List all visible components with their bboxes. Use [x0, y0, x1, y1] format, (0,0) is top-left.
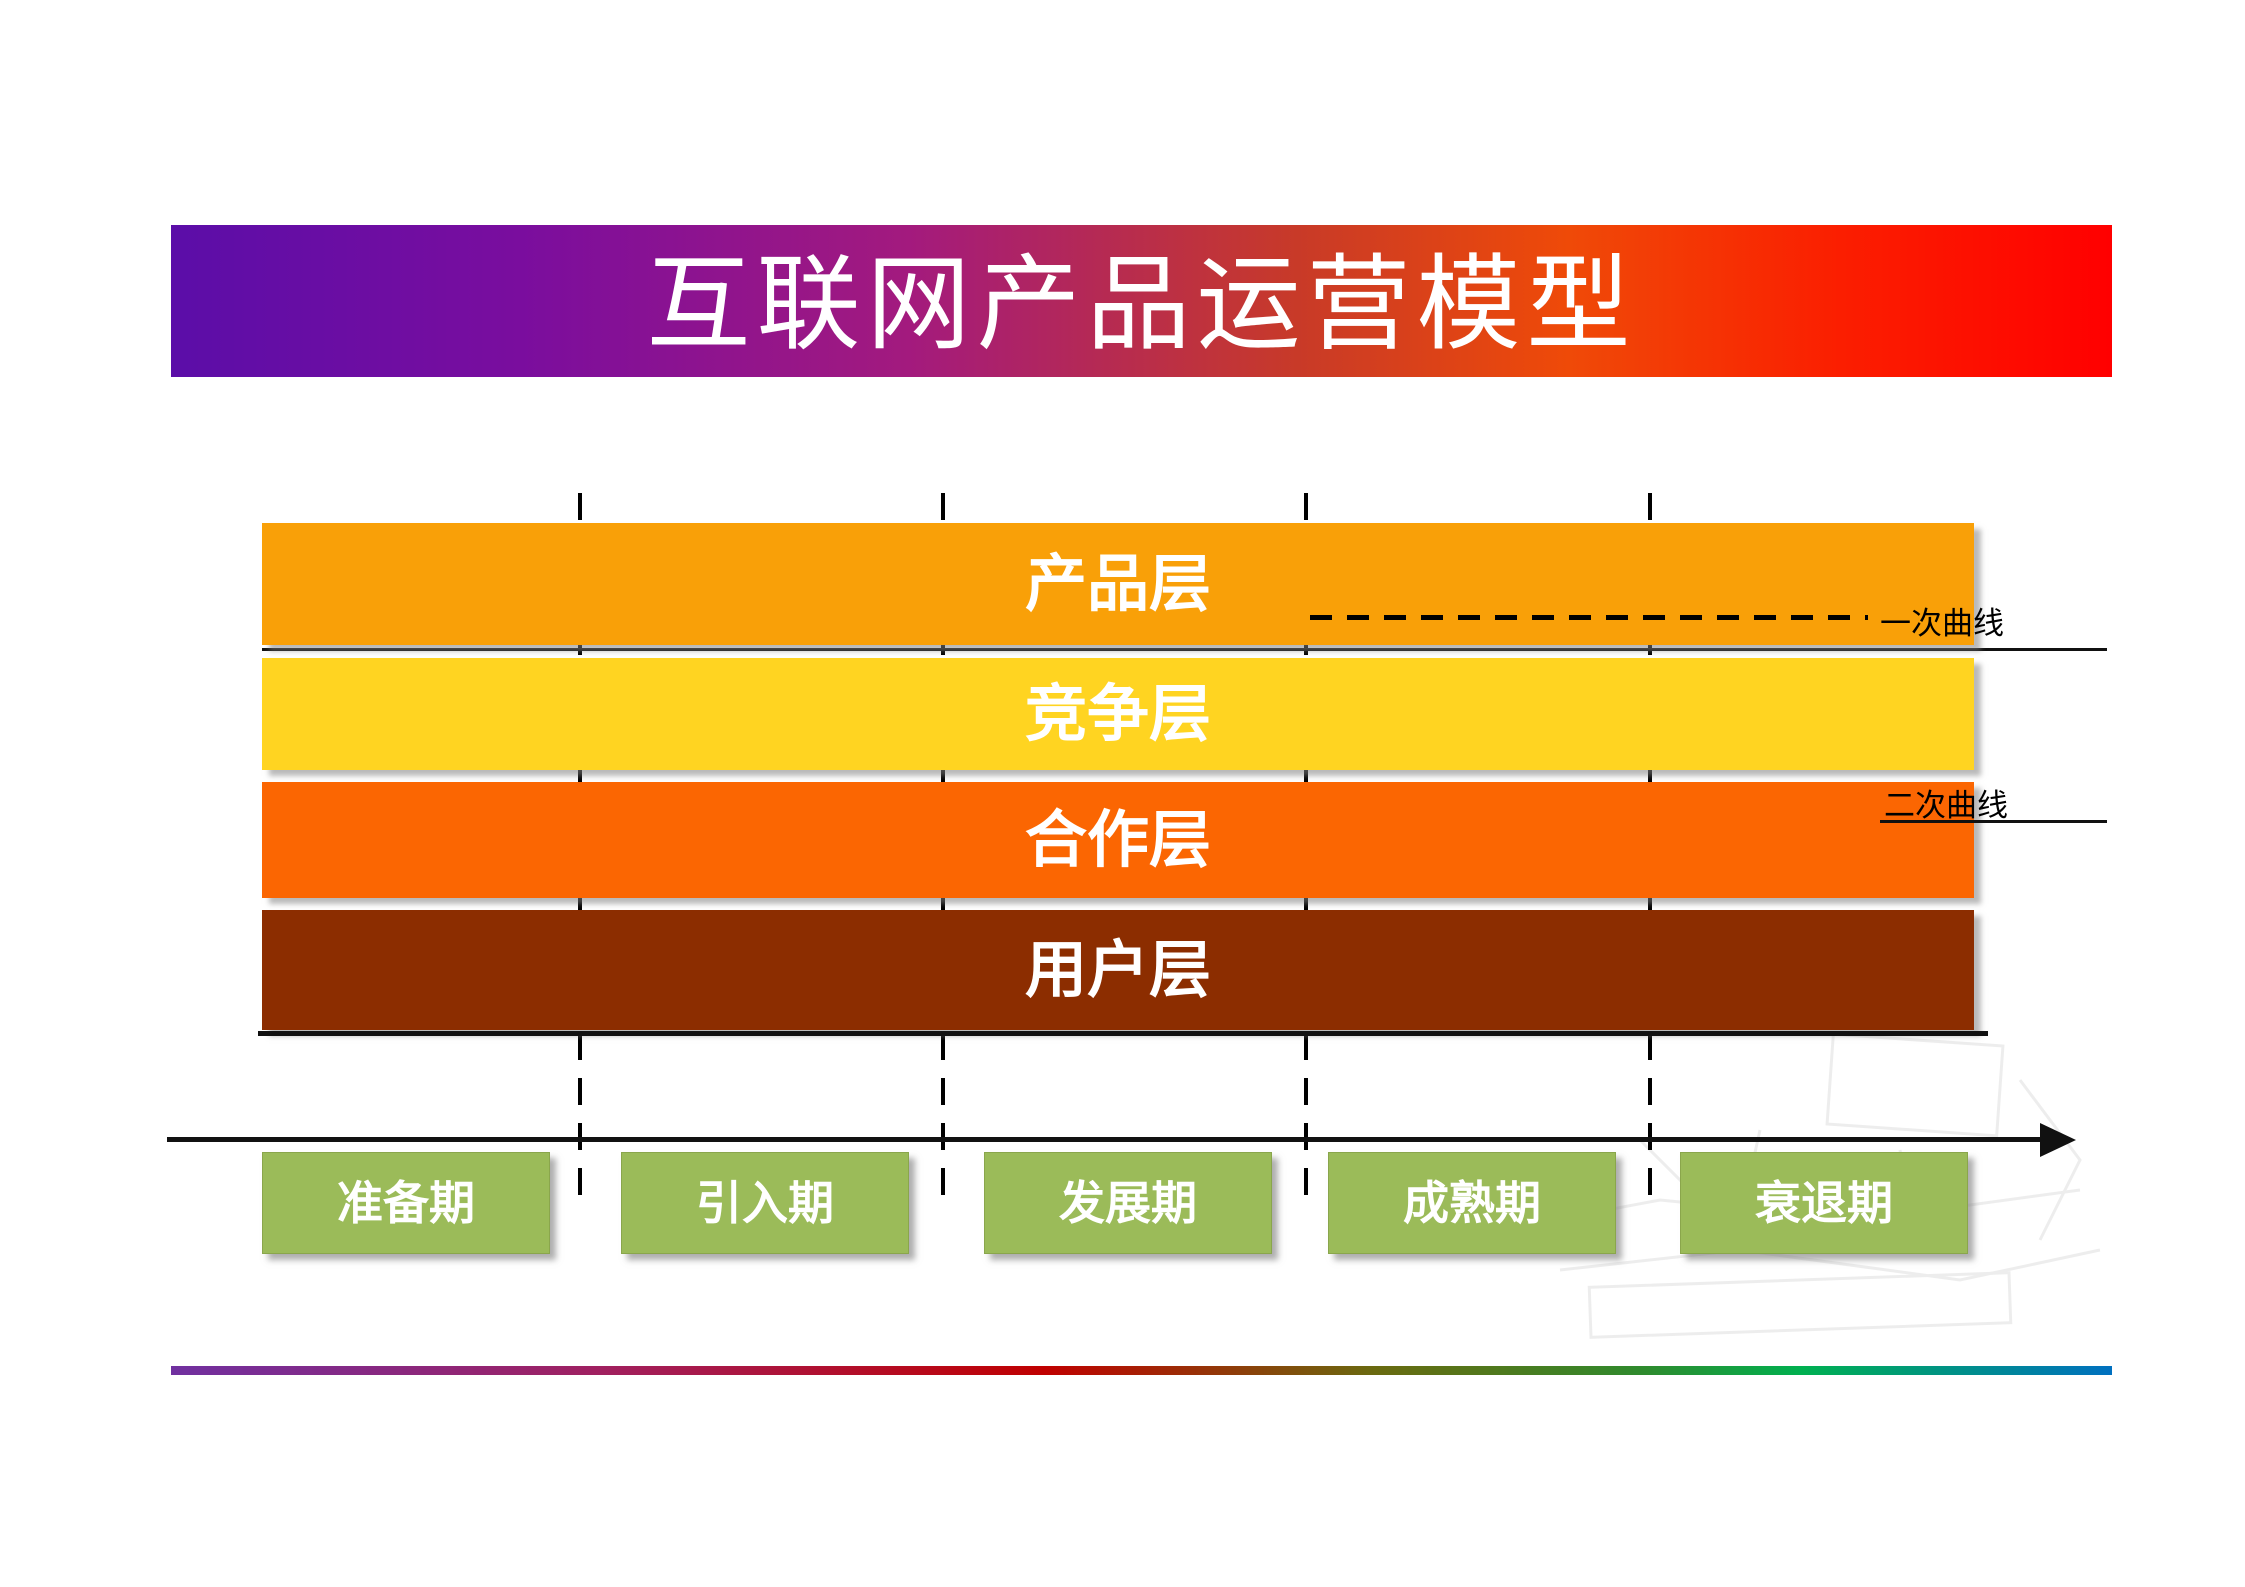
page-title: 互联网产品运营模型 [646, 243, 1637, 365]
timeline-axis [167, 1137, 2045, 1142]
layer-label: 竞争层 [1024, 677, 1211, 750]
layer-label: 产品层 [1024, 547, 1211, 620]
layer-label: 用户层 [1024, 933, 1211, 1006]
bars-bottom-line [258, 1031, 1988, 1036]
phase-label: 准备期 [337, 1176, 475, 1230]
first-curve-solid-line [262, 648, 2107, 651]
layer-bar-user: 用户层 [262, 910, 1974, 1030]
phase-label: 衰退期 [1755, 1176, 1893, 1230]
phase-label: 发展期 [1059, 1176, 1197, 1230]
phase-box-decline: 衰退期 [1680, 1152, 1968, 1254]
second-curve-solid-line [1880, 820, 2107, 823]
timeline-arrowhead-icon [2040, 1123, 2076, 1157]
phase-box-growth: 发展期 [984, 1152, 1272, 1254]
layer-bar-competition: 竞争层 [262, 658, 1974, 770]
first-curve-dashed-line [1310, 615, 1868, 620]
first-curve-label: 一次曲线 [1880, 606, 2004, 642]
second-curve-label: 二次曲线 [1884, 788, 2008, 824]
phase-box-maturity: 成熟期 [1328, 1152, 1616, 1254]
bottom-gradient-rule [171, 1366, 2112, 1375]
layer-bar-product: 产品层 [262, 523, 1974, 645]
phase-box-preparation: 准备期 [262, 1152, 550, 1254]
title-banner: 互联网产品运营模型 [171, 225, 2112, 377]
phase-label: 引入期 [696, 1176, 834, 1230]
phase-label: 成熟期 [1403, 1176, 1541, 1230]
layer-bar-cooperation: 合作层 [262, 782, 1974, 898]
layer-label: 合作层 [1024, 803, 1211, 876]
phase-box-introduction: 引入期 [621, 1152, 909, 1254]
